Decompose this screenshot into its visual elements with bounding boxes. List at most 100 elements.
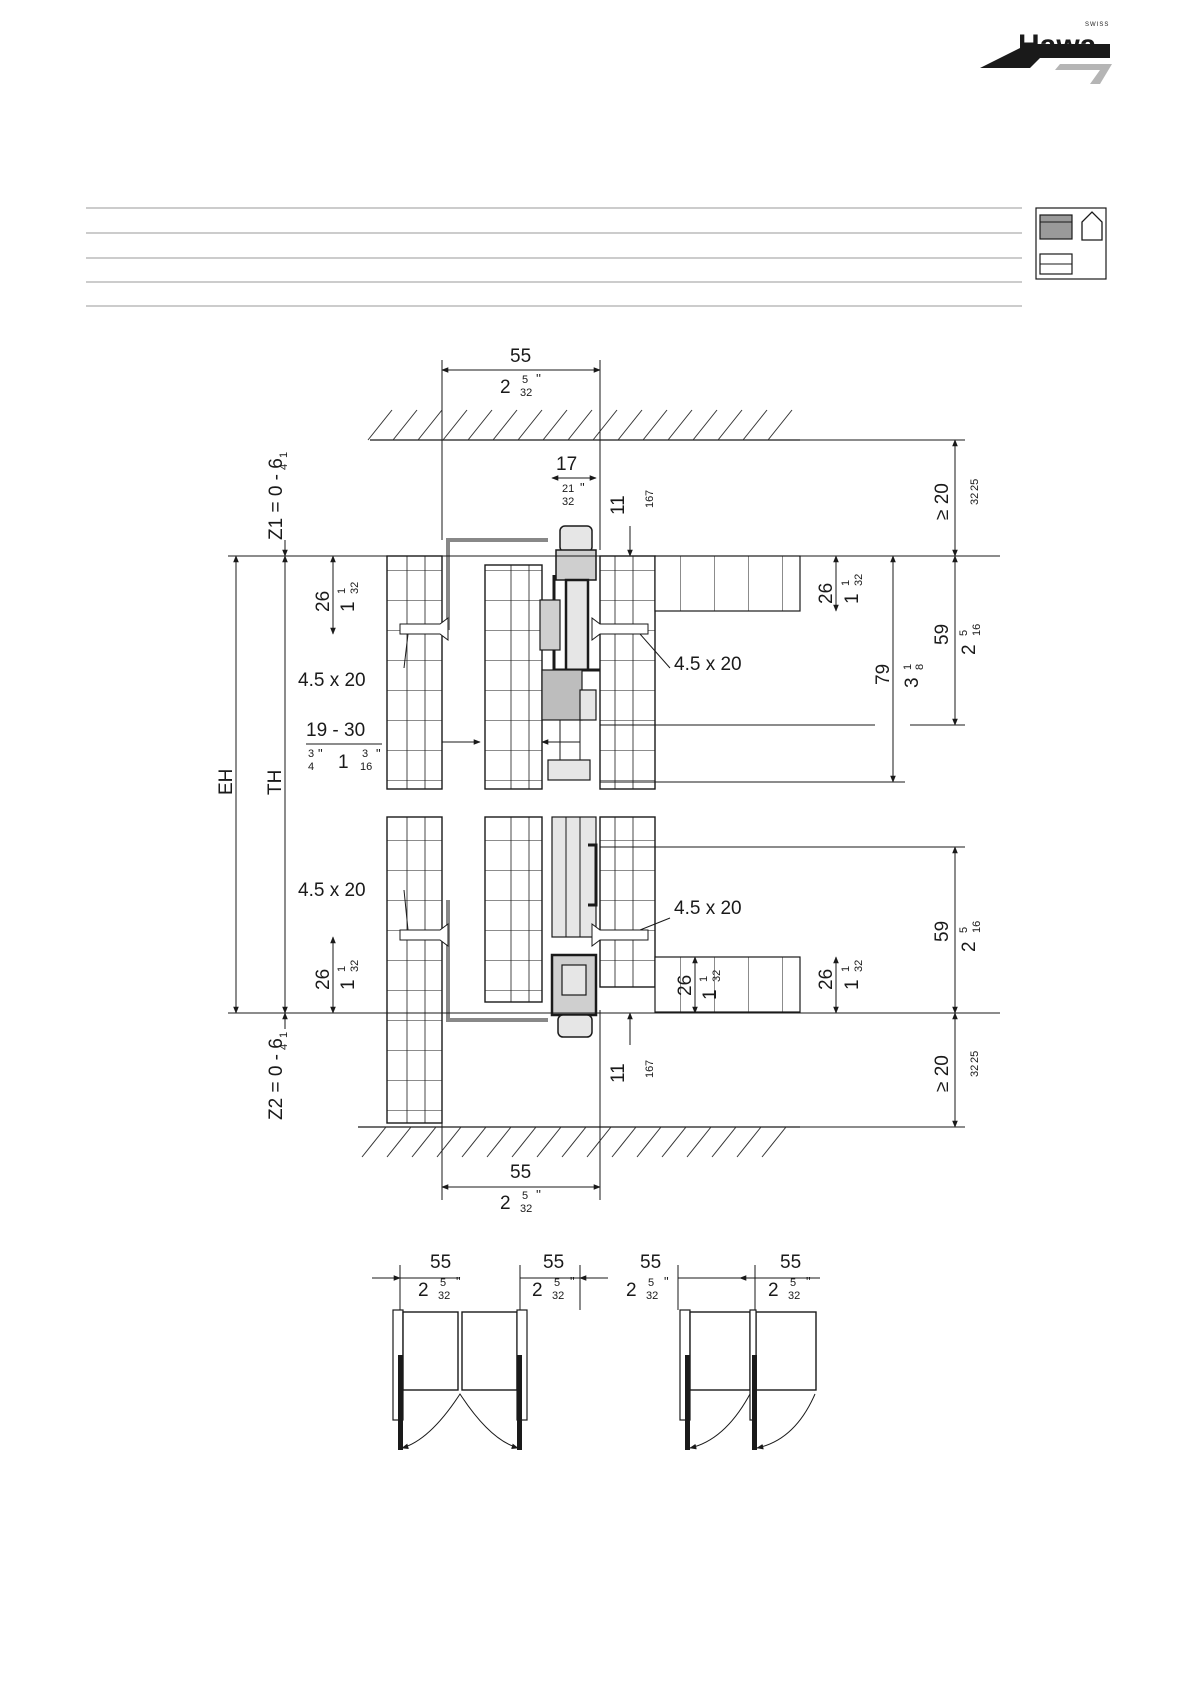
svg-text:1: 1: [278, 1032, 290, 1038]
svg-text:1: 1: [700, 989, 721, 1000]
svg-text:32: 32: [349, 960, 361, 972]
svg-text:": ": [376, 746, 381, 761]
plan-width-2: 55: [543, 1252, 564, 1273]
svg-text:": ": [806, 1274, 811, 1289]
svg-text:2: 2: [768, 1280, 779, 1301]
shelf-lower: [654, 956, 801, 1013]
svg-text:'': '': [536, 1187, 541, 1202]
plan-width-1: 55: [430, 1252, 451, 1273]
z1-label: Z1 = 0 - 6: [266, 458, 287, 540]
reference-lines: [228, 360, 1000, 1200]
running-track: [539, 525, 600, 1038]
h26-left-bottom: 26: [313, 969, 334, 990]
screw-label-2: 4.5 x 20: [674, 654, 742, 675]
svg-text:21: 21: [562, 483, 574, 495]
svg-text:": ": [664, 1274, 669, 1289]
th-label: TH: [265, 770, 286, 795]
svg-text:32: 32: [853, 574, 865, 586]
top-width-mm: 55: [510, 346, 531, 367]
eh-label: EH: [216, 769, 237, 795]
svg-text:3: 3: [362, 748, 368, 760]
svg-text:5: 5: [522, 1190, 528, 1202]
h59-bottom-mm: 59: [932, 921, 953, 942]
screw-label-1: 4.5 x 20: [298, 670, 366, 691]
h26-shelf-bottom: 26: [675, 975, 696, 996]
track-width-mm: 17: [556, 454, 577, 475]
svg-text:16: 16: [971, 624, 983, 636]
svg-text:1: 1: [338, 601, 359, 612]
plan-width-3: 55: [640, 1252, 661, 1273]
gap-bottom-mm: 11: [608, 1063, 629, 1083]
svg-text:32: 32: [438, 1290, 450, 1302]
svg-text:": ": [318, 746, 323, 761]
svg-text:": ": [570, 1274, 575, 1289]
svg-text:32: 32: [788, 1290, 800, 1302]
svg-text:16: 16: [971, 921, 983, 933]
svg-text:7: 7: [644, 1060, 656, 1066]
application-icon-box: [1035, 207, 1107, 280]
svg-text:4: 4: [278, 1044, 290, 1050]
gap-top-mm: 11: [608, 495, 629, 515]
thickness-mm: 19 - 30: [306, 720, 365, 741]
svg-text:8: 8: [914, 664, 926, 670]
svg-text:1: 1: [840, 580, 852, 586]
screw-label-4: 4.5 x 20: [674, 898, 742, 919]
svg-text:5: 5: [958, 927, 970, 933]
svg-text:32: 32: [552, 1290, 564, 1302]
ceiling-hatch: [367, 409, 800, 441]
svg-text:1: 1: [338, 979, 359, 990]
house-icon: [1081, 211, 1103, 241]
svg-text:2: 2: [959, 644, 980, 655]
bottom-width-mm: 55: [510, 1162, 531, 1183]
door-panel: [484, 564, 543, 1003]
h79-mm: 79: [873, 664, 894, 685]
floor-gap-mm: ≥ 20: [932, 1055, 953, 1092]
svg-text:32: 32: [520, 387, 532, 399]
h26-left-top: 26: [313, 591, 334, 612]
svg-text:32: 32: [646, 1290, 658, 1302]
svg-text:4: 4: [308, 761, 314, 773]
svg-text:1: 1: [842, 979, 863, 990]
svg-text:2: 2: [626, 1280, 637, 1301]
svg-text:5: 5: [440, 1277, 446, 1289]
svg-text:1: 1: [278, 452, 290, 458]
svg-text:5: 5: [790, 1277, 796, 1289]
svg-text:1: 1: [336, 588, 348, 594]
plan-view-single: 55 2 5 32 " 55 2 5 32 ": [626, 1252, 820, 1450]
svg-text:5: 5: [648, 1277, 654, 1289]
svg-text:32: 32: [969, 1065, 981, 1077]
svg-text:": ": [580, 480, 585, 495]
plan-width-4: 55: [780, 1252, 801, 1273]
floor-hatch: [358, 1126, 800, 1158]
svg-text:1: 1: [840, 966, 852, 972]
svg-text:32: 32: [562, 496, 574, 508]
svg-text:2: 2: [959, 941, 980, 952]
h26-right-bottom: 26: [816, 969, 837, 990]
header-rules: [86, 207, 1022, 307]
svg-text:1: 1: [902, 664, 914, 670]
screw-icon: [399, 617, 649, 947]
svg-text:": ": [456, 1274, 461, 1289]
plan-view-double: 55 2 5 32 " 55 2 5 32 ": [372, 1252, 608, 1450]
bottom-width-in: 2: [500, 1193, 511, 1214]
svg-text:7: 7: [644, 490, 656, 496]
svg-text:32: 32: [969, 493, 981, 505]
cabinet-panel-left: [386, 555, 443, 1124]
svg-text:3: 3: [902, 677, 923, 688]
svg-text:32: 32: [349, 582, 361, 594]
svg-text:25: 25: [969, 1051, 981, 1063]
svg-text:'': '': [536, 371, 541, 386]
dimension-texts: 55 2 5 32 '' 55 2 5 32 '' EH TH Z1 = 0 -…: [216, 346, 983, 1215]
svg-text:5: 5: [522, 374, 528, 386]
svg-text:5: 5: [958, 630, 970, 636]
svg-text:3: 3: [308, 748, 314, 760]
svg-text:1: 1: [338, 752, 349, 773]
h59-top-mm: 59: [932, 624, 953, 645]
svg-text:1: 1: [842, 593, 863, 604]
svg-text:2: 2: [532, 1280, 543, 1301]
svg-text:2: 2: [418, 1280, 429, 1301]
svg-text:16: 16: [644, 496, 656, 508]
screw-label-3: 4.5 x 20: [298, 880, 366, 901]
sliding-panel-icon: [1039, 214, 1073, 240]
